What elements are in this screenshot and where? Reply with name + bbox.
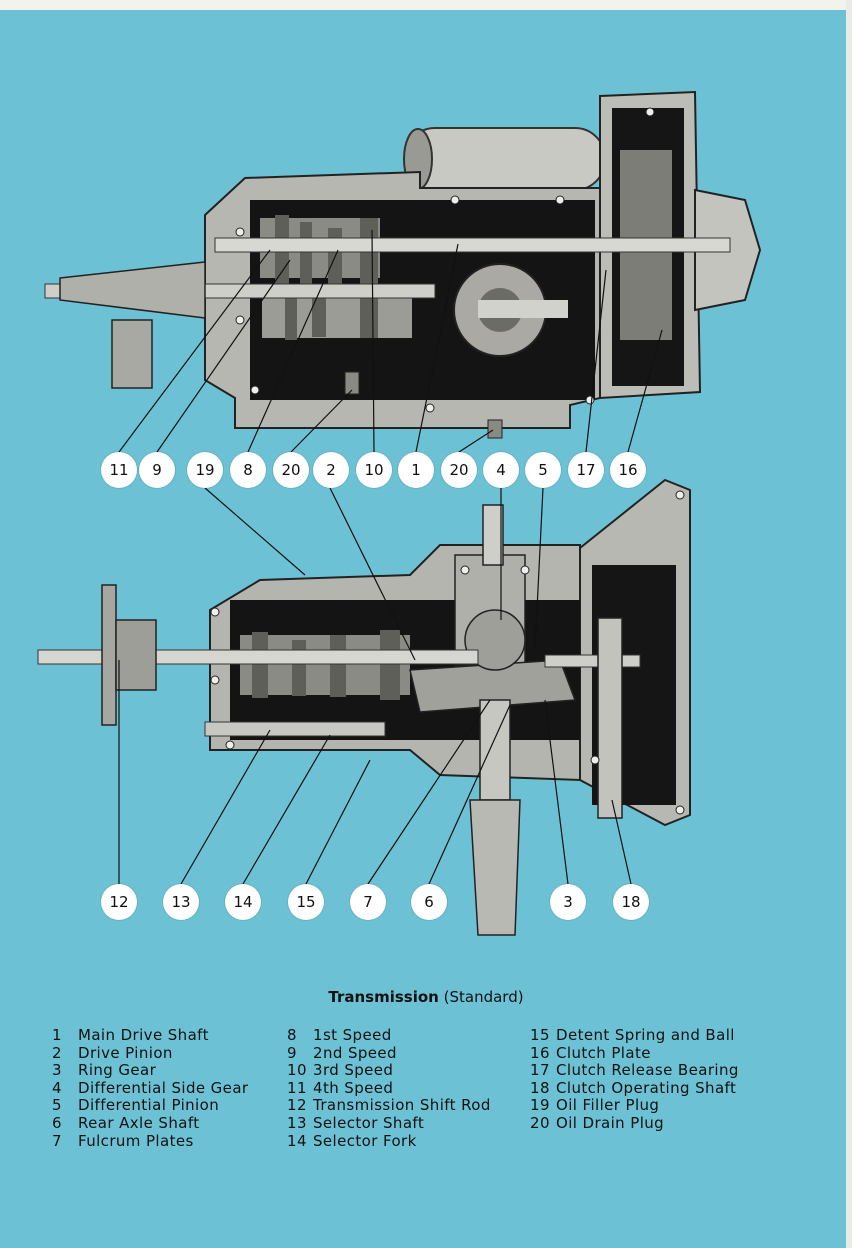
callout-19: 19: [187, 452, 223, 488]
callout-5: 5: [525, 452, 561, 488]
diagram-caption: Transmission (Standard): [0, 988, 852, 1006]
callout-16: 16: [610, 452, 646, 488]
callout-6: 6: [411, 884, 447, 920]
callout-10: 10: [356, 452, 392, 488]
callout-11: 11: [101, 452, 137, 488]
paper-edge-right: [846, 0, 852, 1248]
callout-2: 2: [313, 452, 349, 488]
caption-title: Transmission: [328, 988, 439, 1006]
callout-15: 15: [288, 884, 324, 920]
bottom-transmission-illustration: [37, 478, 691, 936]
callout-3: 3: [550, 884, 586, 920]
callout-13: 13: [163, 884, 199, 920]
paper-edge-top: [0, 0, 852, 10]
top-transmission-illustration: [44, 90, 762, 439]
callout-20-top-left: 20: [273, 452, 309, 488]
top-leader-lines: [118, 229, 663, 453]
callout-1: 1: [398, 452, 434, 488]
callout-8: 8: [230, 452, 266, 488]
callout-4: 4: [483, 452, 519, 488]
callout-18: 18: [613, 884, 649, 920]
callout-7: 7: [350, 884, 386, 920]
callout-20-top-right: 20: [441, 452, 477, 488]
bottom-leader-lines: [118, 487, 632, 885]
callout-14: 14: [225, 884, 261, 920]
callout-12: 12: [101, 884, 137, 920]
callout-9: 9: [139, 452, 175, 488]
caption-subtitle: (Standard): [443, 988, 524, 1006]
callout-17: 17: [568, 452, 604, 488]
